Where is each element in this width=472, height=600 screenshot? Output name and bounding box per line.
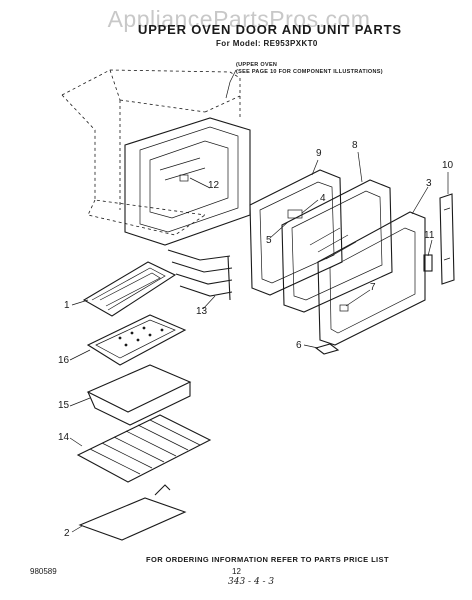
callout-16: 16 [58, 355, 70, 366]
ordering-info-text: FOR ORDERING INFORMATION REFER TO PARTS … [146, 555, 389, 564]
broil-element [82, 261, 177, 317]
bottom-element [78, 484, 187, 541]
callout-7: 7 [370, 282, 376, 293]
bake-element [167, 249, 233, 301]
callout-8: 8 [352, 140, 358, 151]
callout-5: 5 [266, 235, 272, 246]
callout-6: 6 [296, 340, 302, 351]
handwritten-note: 343 - 4 - 3 [228, 577, 275, 587]
oven-rack [76, 414, 212, 483]
inner-door-frame [249, 169, 343, 296]
callout-3: 3 [426, 178, 432, 189]
oven-cavity [61, 69, 241, 236]
door-hinge [439, 193, 455, 285]
diagram-title: UPPER OVEN DOOR AND UNIT PARTS [138, 22, 402, 37]
door-inner-panel [124, 117, 251, 246]
handle-clip [314, 343, 340, 355]
document-code: 980589 [30, 567, 57, 576]
outer-door-panel [317, 211, 426, 346]
upper-oven-note: (UPPER OVEN [236, 62, 278, 68]
callout-12: 12 [208, 180, 220, 191]
callout-1: 1 [64, 300, 70, 311]
callout-2: 2 [64, 528, 70, 539]
callout-4: 4 [320, 193, 326, 204]
leader-lines [69, 151, 449, 533]
callout-11: 11 [424, 230, 435, 241]
broiler-grid [86, 314, 187, 366]
watermark: AppliancePartsPros.com [107, 6, 371, 32]
broiler-pan [86, 364, 192, 426]
callout-15: 15 [58, 400, 70, 411]
callout-13: 13 [196, 306, 208, 317]
callout-10: 10 [442, 160, 454, 171]
door-glass-panel [281, 179, 393, 313]
page-number: 12 [232, 567, 241, 576]
component-reference-note: (SEE PAGE 10 FOR COMPONENT ILLUSTRATIONS… [236, 69, 383, 75]
model-subtitle: For Model: RE953PXKT0 [216, 39, 318, 48]
callout-9: 9 [316, 148, 322, 159]
callout-14: 14 [58, 432, 70, 443]
